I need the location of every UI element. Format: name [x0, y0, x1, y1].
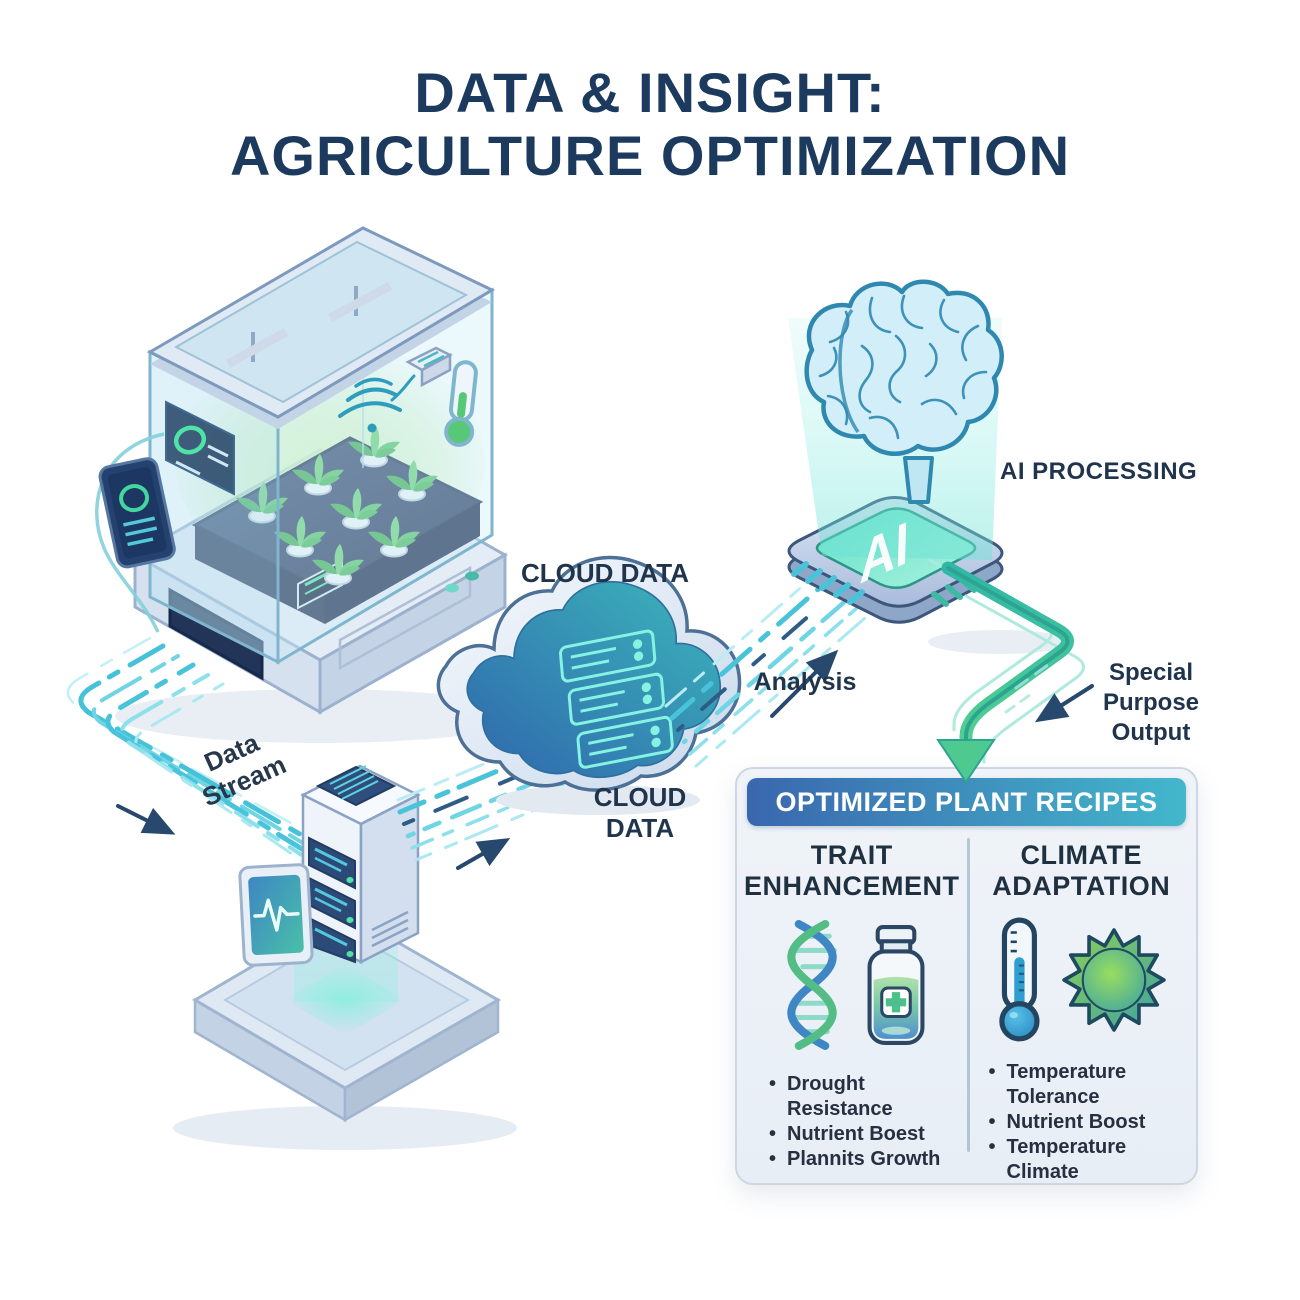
wifi-icon [338, 374, 416, 433]
list-item: Nutrient Boest [767, 1122, 967, 1147]
label-data-stream: Data Stream [197, 727, 291, 813]
monitoring-badge [165, 400, 235, 496]
trait-bullet-list: Drought Resistance Nutrient Boest Planni… [767, 1072, 967, 1172]
sun-icon [1062, 928, 1166, 1032]
thermometer-icon [999, 917, 1040, 1042]
arrow-server-to-cloud [456, 838, 511, 870]
phone [98, 457, 176, 569]
column-divider [966, 838, 970, 1152]
server-bays [308, 836, 356, 964]
list-item: Temperature Tolerance [987, 1060, 1197, 1110]
chip-pins [791, 561, 865, 605]
server-illustration [300, 764, 421, 965]
climate-adaptation-column: CLIMATE ADAPTATION [967, 826, 1197, 1183]
pulse-line-icon [253, 898, 300, 932]
arrow-greenhouse-to-server [116, 804, 176, 835]
server-platform [173, 830, 517, 1150]
label-special-purpose-output: Special Purpose Output [1102, 659, 1200, 746]
column-title: TRAIT ENHANCEMENT [743, 840, 960, 902]
label-cloud-data-bottom: CLOUD DATA [593, 782, 687, 843]
supplement-bottle-icon [867, 925, 925, 1046]
cloud-server-racks [559, 629, 674, 769]
ai-chip [787, 496, 1072, 654]
page-title: DATA & INSIGHT: AGRICULTURE OPTIMIZATION [0, 61, 1300, 187]
thermometer-glass-icon [444, 360, 478, 447]
title-line1: DATA & INSIGHT: [414, 61, 886, 124]
cloud-illustration [436, 555, 742, 815]
monitor [238, 863, 314, 967]
plus-icon [885, 992, 906, 1013]
data-stream-cloud-to-chip [664, 558, 876, 768]
ai-chip-label: AI [852, 510, 913, 596]
title-line2: AGRICULTURE OPTIMIZATION [229, 123, 1071, 187]
column-title: CLIMATE ADAPTATION [992, 840, 1171, 902]
climate-bullet-list: Temperature Tolerance Nutrient Boost Tem… [987, 1060, 1197, 1185]
tray-display [297, 559, 343, 610]
list-item: Drought Resistance [767, 1072, 967, 1122]
list-item: Nutrient Boost [987, 1110, 1197, 1135]
brain-icon [804, 279, 1004, 504]
dna-icon [787, 920, 837, 1051]
label-analysis: Analysis [753, 668, 857, 696]
sensor-icon [405, 346, 453, 388]
list-item: Temperature Climate [987, 1135, 1197, 1185]
data-port [168, 587, 264, 681]
trait-enhancement-column: TRAIT ENHANCEMENT [737, 826, 967, 1172]
greenhouse-illustration [95, 226, 525, 743]
panel-header: OPTIMIZED PLANT RECIPES [747, 778, 1186, 826]
label-cloud-data-top: CLOUD DATA [520, 558, 689, 588]
grow-lights [225, 282, 393, 368]
data-stream-server-to-cloud [396, 735, 572, 862]
label-ai-processing: AI PROCESSING [1000, 458, 1198, 485]
arrow-special-output [1034, 684, 1094, 723]
green-output-arrow [928, 558, 1085, 784]
optimized-plant-recipes-panel: OPTIMIZED PLANT RECIPES TRAIT ENHANCEMEN… [735, 767, 1198, 1185]
ring-chart-icon [119, 484, 150, 513]
plants [235, 425, 439, 586]
hologram-beam [788, 318, 1002, 560]
list-item: Plannits Growth [767, 1147, 967, 1172]
